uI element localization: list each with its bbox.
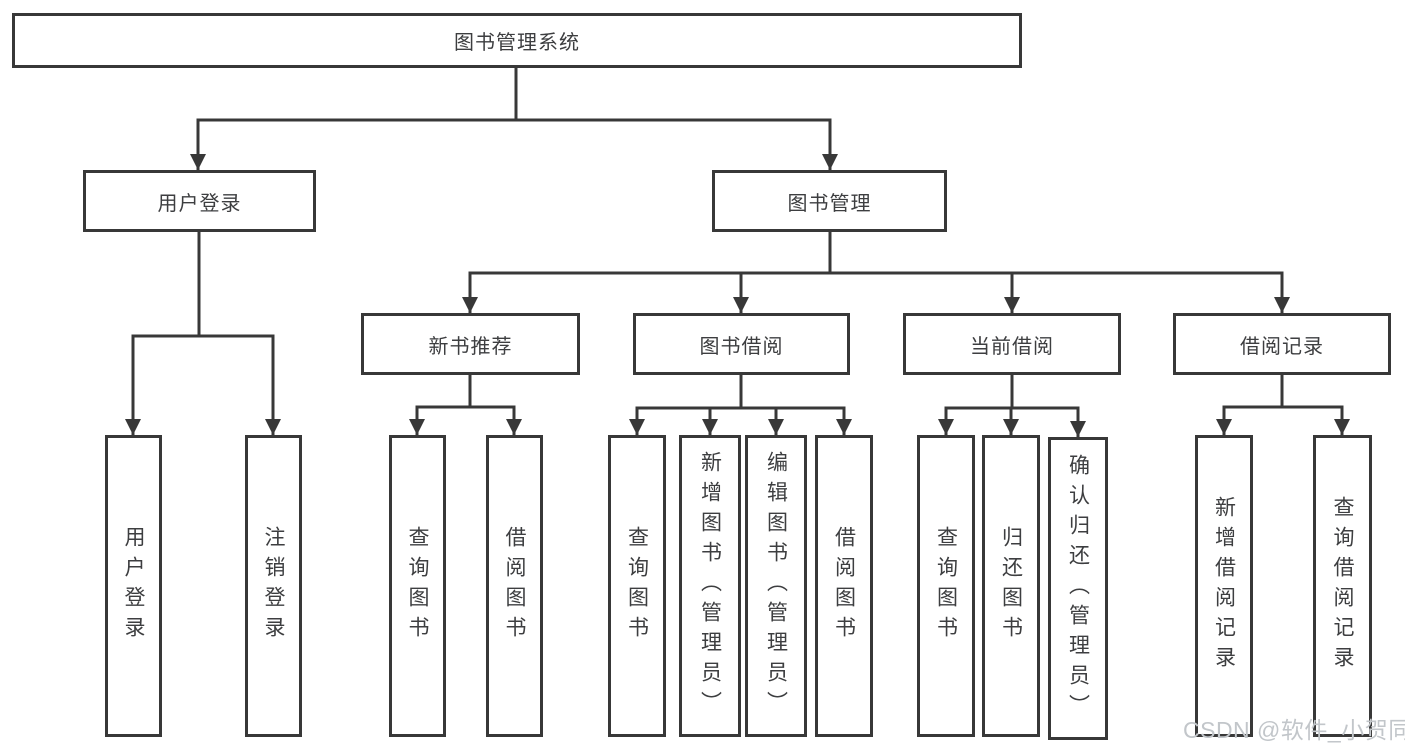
leaf-recommend-borrow-book-label: 借阅图书 xyxy=(503,526,526,646)
leaf-current-query-book: 查询图书 xyxy=(917,435,975,737)
node-current-borrow: 当前借阅 xyxy=(903,313,1121,375)
node-current-borrow-label: 当前借阅 xyxy=(970,335,1054,358)
node-book-management-label: 图书管理 xyxy=(787,192,872,215)
node-borrow-records-label: 借阅记录 xyxy=(1240,335,1324,358)
leaf-add-book-admin: 新增图书（管理员） xyxy=(679,435,741,737)
leaf-recommend-borrow-book: 借阅图书 xyxy=(486,435,543,737)
leaf-recommend-query-book: 查询图书 xyxy=(389,435,446,737)
node-new-book-recommend-label: 新书推荐 xyxy=(428,335,513,358)
leaf-edit-book-admin: 编辑图书（管理员） xyxy=(745,435,807,737)
leaf-return-book-label: 归还图书 xyxy=(999,526,1023,646)
node-new-book-recommend: 新书推荐 xyxy=(361,313,580,375)
node-root: 图书管理系统 xyxy=(12,13,1022,68)
leaf-borrow-book-label: 借阅图书 xyxy=(832,526,856,646)
node-book-borrow-label: 图书借阅 xyxy=(699,335,784,358)
leaf-query-borrow-record-label: 查询借阅记录 xyxy=(1331,496,1354,676)
leaf-user-login: 用户登录 xyxy=(105,435,162,737)
leaf-user-login-label: 用户登录 xyxy=(122,526,145,646)
leaf-confirm-return-admin-label: 确认归还（管理员） xyxy=(1066,453,1090,724)
leaf-add-borrow-record-label: 新增借阅记录 xyxy=(1212,496,1236,676)
leaf-return-book: 归还图书 xyxy=(982,435,1040,737)
leaf-edit-book-admin-label: 编辑图书（管理员） xyxy=(764,451,788,721)
leaf-confirm-return-admin: 确认归还（管理员） xyxy=(1048,437,1108,740)
leaf-current-query-book-label: 查询图书 xyxy=(934,526,958,646)
leaf-query-borrow-record: 查询借阅记录 xyxy=(1313,435,1372,737)
leaf-borrow-book: 借阅图书 xyxy=(815,435,873,737)
node-user-login: 用户登录 xyxy=(83,170,316,232)
leaf-borrow-query-book-label: 查询图书 xyxy=(625,526,649,646)
node-book-borrow: 图书借阅 xyxy=(633,313,850,375)
leaf-logout: 注销登录 xyxy=(245,435,302,737)
leaf-add-borrow-record: 新增借阅记录 xyxy=(1195,435,1253,737)
node-borrow-records: 借阅记录 xyxy=(1173,313,1391,375)
leaf-borrow-query-book: 查询图书 xyxy=(608,435,666,737)
leaf-add-book-admin-label: 新增图书（管理员） xyxy=(698,451,722,721)
node-book-management: 图书管理 xyxy=(712,170,947,232)
node-user-login-label: 用户登录 xyxy=(157,192,242,215)
leaf-logout-label: 注销登录 xyxy=(262,526,285,646)
node-root-label: 图书管理系统 xyxy=(454,32,580,54)
leaf-recommend-query-book-label: 查询图书 xyxy=(406,526,429,646)
watermark-text: CSDN @软件_小贺同学 xyxy=(1183,717,1405,743)
